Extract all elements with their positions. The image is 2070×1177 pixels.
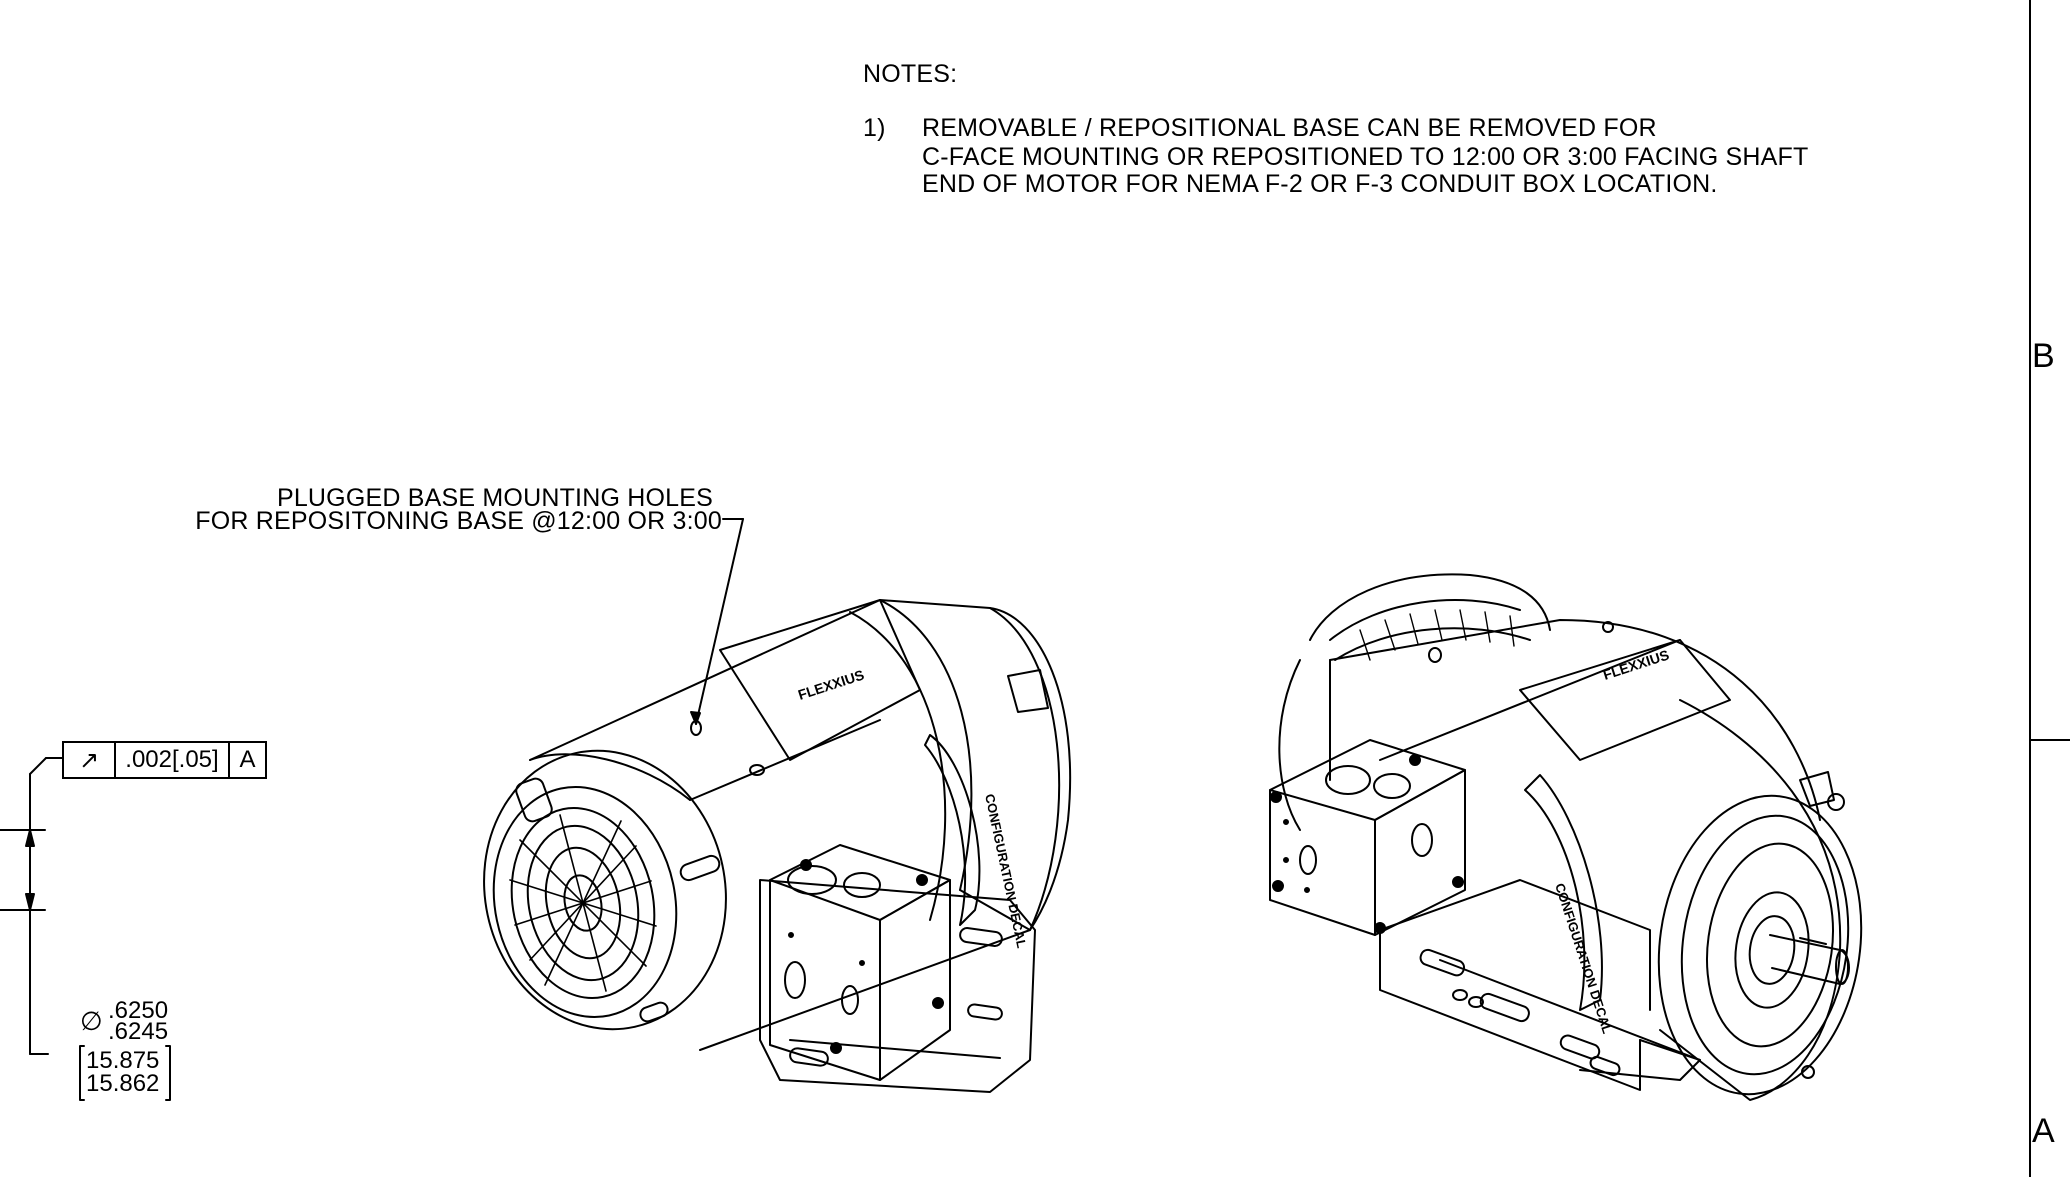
motor-left-isometric xyxy=(483,599,1072,1093)
note-text-line: C-FACE MOUNTING OR REPOSITIONED TO 12:00… xyxy=(922,143,1809,171)
diameter-inch-lower: .6245 xyxy=(108,1018,169,1045)
dimension-leaders xyxy=(0,757,171,1101)
note-text-line: END OF MOTOR FOR NEMA F-2 OR F-3 CONDUIT… xyxy=(922,170,1718,198)
fan-grille xyxy=(509,814,657,992)
callout-text-line: PLUGGED BASE MOUNTING HOLES xyxy=(276,484,713,512)
diameter-symbol-icon: ∅ xyxy=(80,1006,103,1036)
brand-decal: FLEXXIUS xyxy=(1601,646,1671,682)
callout-leader xyxy=(690,518,744,725)
fan-end-fins xyxy=(1359,609,1515,661)
note-text-line: REMOVABLE / REPOSITIONAL BASE CAN BE REM… xyxy=(922,114,1657,142)
tolerance-value: .002[.05] xyxy=(116,743,230,777)
diameter-mm-lower: 15.862 xyxy=(86,1070,160,1097)
note-number: 1) xyxy=(863,114,886,142)
notes-heading: NOTES: xyxy=(863,60,958,88)
zone-letter-b: B xyxy=(2032,337,2055,375)
configuration-decal: CONFIGURATION DECAL xyxy=(982,793,1029,950)
feature-control-frame: ↗ .002[.05] A xyxy=(62,741,267,779)
diameter-inch-upper: .6250 xyxy=(108,997,169,1024)
runout-symbol-icon: ↗ xyxy=(64,743,116,777)
drawing-border xyxy=(2029,0,2070,1177)
callout-text-line: FOR REPOSITONING BASE @12:00 OR 3:00 xyxy=(195,507,722,535)
datum-reference: A xyxy=(239,746,256,773)
diameter-mm-upper: 15.875 xyxy=(86,1047,160,1074)
brand-decal: FLEXXIUS xyxy=(796,666,866,702)
motor-right-isometric xyxy=(1269,573,1863,1101)
zone-letter-a: A xyxy=(2032,1112,2055,1150)
